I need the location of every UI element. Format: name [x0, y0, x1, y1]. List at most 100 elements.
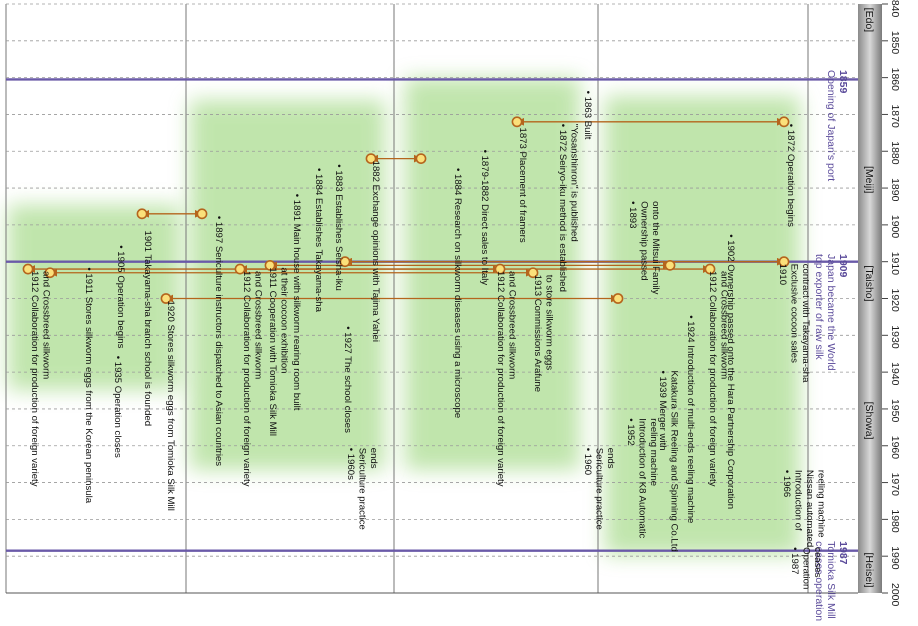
- svg-text:• 1987Operationceases: • 1987Operationceases: [789, 547, 823, 589]
- event-label: 1912 Collaboration for production of for…: [29, 271, 52, 487]
- svg-text:• 1952Introduction of K8 Autom: • 1952Introduction of K8 Automaticreelin…: [625, 418, 659, 538]
- svg-text:1910Exclusive cocoon salescont: 1910Exclusive cocoon salescontract with …: [777, 264, 811, 383]
- year-label: 1990: [889, 546, 901, 570]
- svg-text:1930: 1930: [889, 325, 901, 349]
- event-label: 1913 Commissions Arafuneto store silkwor…: [532, 275, 555, 392]
- event-node: [778, 116, 790, 128]
- svg-text:2000: 2000: [889, 583, 901, 607]
- svg-text:• 1911 Stores silkworm eggs fr: • 1911 Stores silkworm eggs from the Kor…: [83, 267, 94, 503]
- event-label: • 1911 Stores silkworm eggs from the Kor…: [83, 267, 94, 503]
- svg-text:1911 Cooperation with Tomioka: 1911 Cooperation with Tomioka Silk Milla…: [267, 267, 290, 436]
- event-node: [511, 116, 523, 128]
- svg-text:• 1939 Merger withKatakura Sil: • 1939 Merger withKatakura Silk Reeling …: [657, 370, 680, 551]
- event-label: • 1891 Main house with silkworm rearing …: [291, 194, 302, 411]
- svg-text:1910: 1910: [889, 252, 901, 276]
- event-label: • 1879-1882 Direct sales to Italy: [479, 150, 490, 286]
- svg-text:• 1872 Operation begins: • 1872 Operation begins: [785, 124, 796, 227]
- event-label: • 1872 Operation begins: [785, 124, 796, 227]
- activity-band: [8, 205, 180, 390]
- year-label: 1870: [889, 104, 901, 128]
- svg-text:1850: 1850: [889, 31, 901, 55]
- svg-text:• 1966Introduction ofNissan au: • 1966Introduction ofNissan automatedree…: [781, 470, 827, 547]
- year-label: 1950: [889, 399, 901, 423]
- year-label: 1940: [889, 362, 901, 386]
- era-ruler: [858, 4, 882, 593]
- svg-text:1882 Exchange opinions with Ta: 1882 Exchange opinions with Tajima Yahei: [370, 161, 381, 342]
- event-node: [527, 267, 539, 279]
- event-node: [612, 293, 624, 304]
- event-node: [664, 259, 676, 271]
- svg-text:1870: 1870: [889, 104, 901, 128]
- svg-text:• 1879-1882 Direct sales to It: • 1879-1882 Direct sales to Italy: [479, 150, 490, 286]
- event-node: [160, 293, 172, 304]
- svg-text:• 1863 Built: • 1863 Built: [582, 91, 593, 140]
- svg-text:1900: 1900: [889, 215, 901, 239]
- event-label: • 1939 Merger withKatakura Silk Reeling …: [657, 370, 680, 551]
- event-label: 1920 Stores silkworm eggs from Tomioka S…: [165, 301, 176, 511]
- svg-text:1873 Placement of framers: 1873 Placement of framers: [517, 127, 528, 242]
- era-label: [Showa]: [863, 402, 875, 440]
- event-label: • 1897 Sericulture instructors dispatche…: [213, 216, 224, 466]
- svg-text:1940: 1940: [889, 362, 901, 386]
- svg-text:• 1902 Ownership passed onto t: • 1902 Ownership passed onto the Hara Pa…: [725, 234, 736, 509]
- svg-text:[Edo]: [Edo]: [863, 8, 875, 33]
- activity-band: [190, 100, 385, 470]
- svg-text:• 1872 Seiryo-iku method is es: • 1872 Seiryo-iku method is established"…: [557, 124, 580, 292]
- svg-text:1880: 1880: [889, 141, 901, 165]
- svg-text:1960: 1960: [889, 436, 901, 460]
- svg-text:1970: 1970: [889, 473, 901, 497]
- event-node: [415, 153, 427, 165]
- milestone-label: 1859Opening of Japan's port: [825, 70, 849, 181]
- svg-text:• 1884 Establishes Takayama-sh: • 1884 Establishes Takayama-sha: [313, 168, 324, 313]
- event-label: • 1884 Research on silkworm diseases usi…: [452, 168, 463, 418]
- event-label: • 1863 Built: [582, 91, 593, 140]
- year-label: 1930: [889, 325, 901, 349]
- svg-text:1913 Commissions Arafuneto sto: 1913 Commissions Arafuneto store silkwor…: [532, 275, 555, 392]
- svg-text:[Heisei]: [Heisei]: [863, 553, 875, 588]
- event-node: [704, 263, 716, 275]
- year-label: 1880: [889, 141, 901, 165]
- era-label: [Meiji]: [863, 166, 875, 194]
- year-axis-bg: [882, 4, 918, 599]
- event-label: • 1893Ownership passedonto the Mitsui Fa…: [627, 201, 661, 295]
- year-label: 1980: [889, 509, 901, 533]
- event-label: • 1883 Establishes Seisha-iku: [333, 164, 344, 291]
- year-label: 1850: [889, 31, 901, 55]
- svg-text:[Showa]: [Showa]: [863, 402, 875, 440]
- svg-text:• 1891 Main house with silkwor: • 1891 Main house with silkworm rearing …: [291, 194, 302, 411]
- svg-text:• 1960Sericulture practiceends: • 1960Sericulture practiceends: [582, 448, 616, 530]
- event-label: • 1960Sericulture practiceends: [582, 448, 616, 530]
- event-label: 1910Exclusive cocoon salescontract with …: [777, 264, 811, 383]
- svg-text:1950: 1950: [889, 399, 901, 423]
- svg-text:• 1927 The school closes: • 1927 The school closes: [342, 326, 353, 433]
- svg-text:• 1924 Introduction of multi-e: • 1924 Introduction of multi-ends reelin…: [685, 315, 696, 523]
- svg-text:• 1893Ownership passedonto the: • 1893Ownership passedonto the Mitsui Fa…: [627, 201, 661, 295]
- era-label: [Taisho]: [863, 265, 875, 301]
- event-label: 1873 Placement of framers: [517, 127, 528, 242]
- svg-text:1890: 1890: [889, 178, 901, 202]
- svg-text:• 1897 Sericulture instructors: • 1897 Sericulture instructors dispatche…: [213, 216, 224, 466]
- event-node: [778, 256, 790, 268]
- svg-text:1901 Takayama-sha branch schoo: 1901 Takayama-sha branch school is found…: [142, 231, 153, 427]
- event-label: • 1952Introduction of K8 Automaticreelin…: [625, 418, 659, 538]
- svg-text:• 1935 Operation closes: • 1935 Operation closes: [112, 356, 123, 458]
- svg-text:1912 Collaboration for product: 1912 Collaboration for production of for…: [495, 271, 518, 487]
- year-label: 2000: [889, 583, 901, 607]
- svg-text:1990: 1990: [889, 546, 901, 570]
- event-label: • 1902 Ownership passed onto the Hara Pa…: [725, 234, 736, 509]
- event-label: • 1935 Operation closes: [112, 356, 123, 458]
- event-node: [196, 208, 208, 220]
- event-label: 1911 Cooperation with Tomioka Silk Milla…: [267, 267, 290, 436]
- svg-text:• 1883 Establishes Seisha-iku: • 1883 Establishes Seisha-iku: [333, 164, 344, 291]
- event-label: • 1927 The school closes: [342, 326, 353, 433]
- event-label: • 1960sSericulture practiceends: [345, 448, 379, 530]
- svg-text:1920: 1920: [889, 289, 901, 313]
- svg-text:1980: 1980: [889, 509, 901, 533]
- event-node: [22, 263, 34, 275]
- year-label: 1970: [889, 473, 901, 497]
- event-label: • 1966Introduction ofNissan automatedree…: [781, 470, 827, 547]
- year-label: 1860: [889, 68, 901, 92]
- svg-text:1987Tomioka Silk Millceases op: 1987Tomioka Silk Millceases operation: [813, 541, 849, 621]
- svg-text:1840: 1840: [889, 0, 901, 18]
